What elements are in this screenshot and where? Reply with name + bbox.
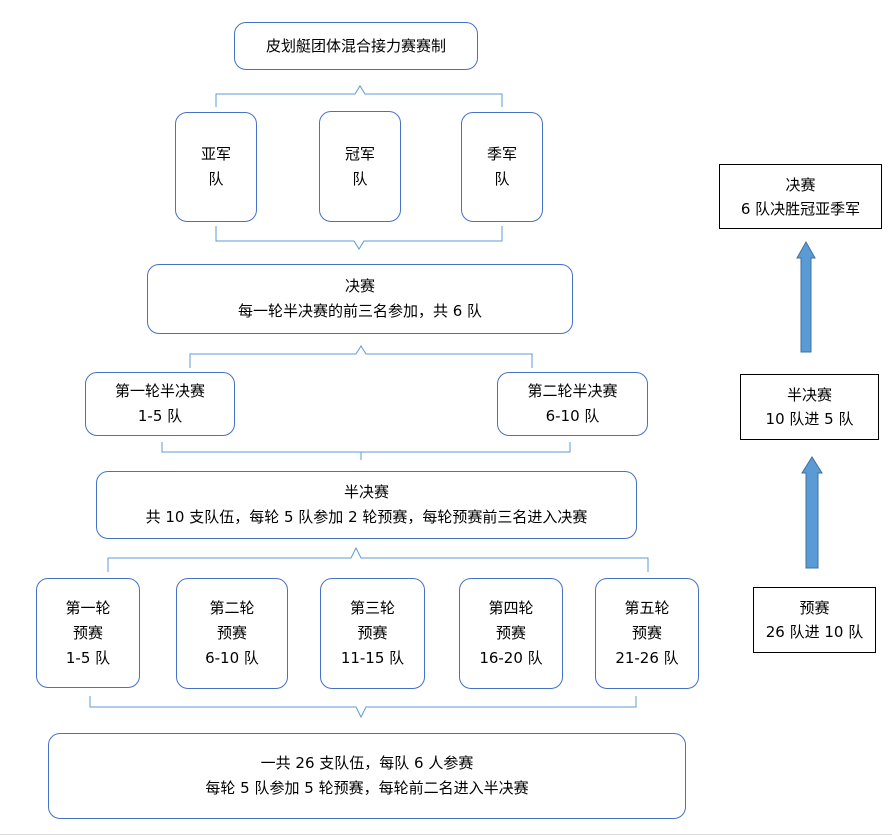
prelim-round-1-title: 第一轮 xyxy=(65,598,111,617)
side-prelim-heading: 预赛 xyxy=(799,599,830,617)
bracket-semirounds-semi xyxy=(161,442,571,460)
semi-box: 半决赛 共 10 支队伍，每轮 5 队参加 2 轮预赛，每轮预赛前三名进入决赛 xyxy=(96,471,637,539)
bracket-final-semirounds xyxy=(189,345,533,368)
runner-up-box: 亚军 队 xyxy=(175,112,257,222)
bracket-prelims-base xyxy=(89,696,637,719)
prelim-round-2-teams: 6-10 队 xyxy=(205,649,259,667)
third-place-box: 季军 队 xyxy=(461,112,543,222)
side-final-box: 决赛 6 队决胜冠亚季军 xyxy=(719,164,882,229)
title-box: 皮划艇团体混合接力赛赛制 xyxy=(234,22,478,70)
final-heading: 决赛 xyxy=(344,277,375,295)
champion-line-2: 队 xyxy=(352,169,368,188)
prelim-round-5-label: 预赛 xyxy=(631,624,662,642)
champion-line-1: 冠军 xyxy=(344,144,375,163)
prelim-round-1-label: 预赛 xyxy=(72,623,103,642)
side-prelim-description: 26 队进 10 队 xyxy=(765,623,864,641)
prelim-round-2-title: 第二轮 xyxy=(209,599,255,617)
prelim-round-1-teams: 1-5 队 xyxy=(65,648,111,667)
side-semi-heading: 半决赛 xyxy=(786,386,832,404)
side-final-description: 6 队决胜冠亚季军 xyxy=(740,199,861,218)
prelim-round-4-teams: 16-20 队 xyxy=(479,649,543,667)
bracket-medals-final xyxy=(215,226,503,250)
prelim-round-5-box: 第五轮 预赛 21-26 队 xyxy=(595,578,699,689)
bracket-semi-prelims xyxy=(107,546,649,572)
semi-round-2-box: 第二轮半决赛 6-10 队 xyxy=(497,372,648,436)
prelim-round-4-box: 第四轮 预赛 16-20 队 xyxy=(459,578,563,689)
prelim-round-3-title: 第三轮 xyxy=(349,599,395,617)
prelim-round-5-title: 第五轮 xyxy=(624,599,670,617)
base-box: 一共 26 支队伍，每队 6 人参赛 每轮 5 队参加 5 轮预赛，每轮前二名进… xyxy=(48,733,686,819)
final-box: 决赛 每一轮半决赛的前三名参加，共 6 队 xyxy=(147,264,573,334)
third-place-line-2: 队 xyxy=(494,170,510,188)
side-semi-box: 半决赛 10 队进 5 队 xyxy=(740,374,879,440)
arrow-up-icon xyxy=(801,456,823,569)
semi-round-2-teams: 6-10 队 xyxy=(545,407,600,425)
prelim-round-4-label: 预赛 xyxy=(495,624,526,642)
semi-heading: 半决赛 xyxy=(343,483,389,501)
base-line-2: 每轮 5 队参加 5 轮预赛，每轮前二名进入半决赛 xyxy=(205,779,529,797)
title-text: 皮划艇团体混合接力赛赛制 xyxy=(265,36,446,55)
champion-box: 冠军 队 xyxy=(319,111,401,222)
base-line-1: 一共 26 支队伍，每队 6 人参赛 xyxy=(260,754,474,772)
final-description: 每一轮半决赛的前三名参加，共 6 队 xyxy=(237,302,483,320)
semi-round-1-teams: 1-5 队 xyxy=(137,407,183,425)
semi-round-1-box: 第一轮半决赛 1-5 队 xyxy=(85,372,235,436)
bracket-title-medals xyxy=(215,85,503,107)
prelim-round-4-title: 第四轮 xyxy=(488,599,534,617)
semi-round-2-title: 第二轮半决赛 xyxy=(527,382,618,400)
prelim-round-2-label: 预赛 xyxy=(216,624,247,642)
prelim-round-1-box: 第一轮 预赛 1-5 队 xyxy=(36,578,140,688)
prelim-round-3-teams: 11-15 队 xyxy=(340,649,405,667)
side-semi-description: 10 队进 5 队 xyxy=(765,410,854,428)
semi-description: 共 10 支队伍，每轮 5 队参加 2 轮预赛，每轮预赛前三名进入决赛 xyxy=(145,508,588,526)
runner-up-line-2: 队 xyxy=(208,170,224,188)
arrow-up-icon xyxy=(796,240,816,353)
prelim-round-3-label: 预赛 xyxy=(357,624,388,642)
prelim-round-5-teams: 21-26 队 xyxy=(615,649,679,667)
side-final-heading: 决赛 xyxy=(785,175,816,194)
runner-up-line-1: 亚军 xyxy=(200,145,231,163)
third-place-line-1: 季军 xyxy=(486,145,517,163)
semi-round-1-title: 第一轮半决赛 xyxy=(114,382,205,400)
side-prelim-box: 预赛 26 队进 10 队 xyxy=(753,587,876,653)
prelim-round-3-box: 第三轮 预赛 11-15 队 xyxy=(320,578,425,689)
prelim-round-2-box: 第二轮 预赛 6-10 队 xyxy=(176,578,288,689)
page-bottom-divider xyxy=(0,834,892,835)
